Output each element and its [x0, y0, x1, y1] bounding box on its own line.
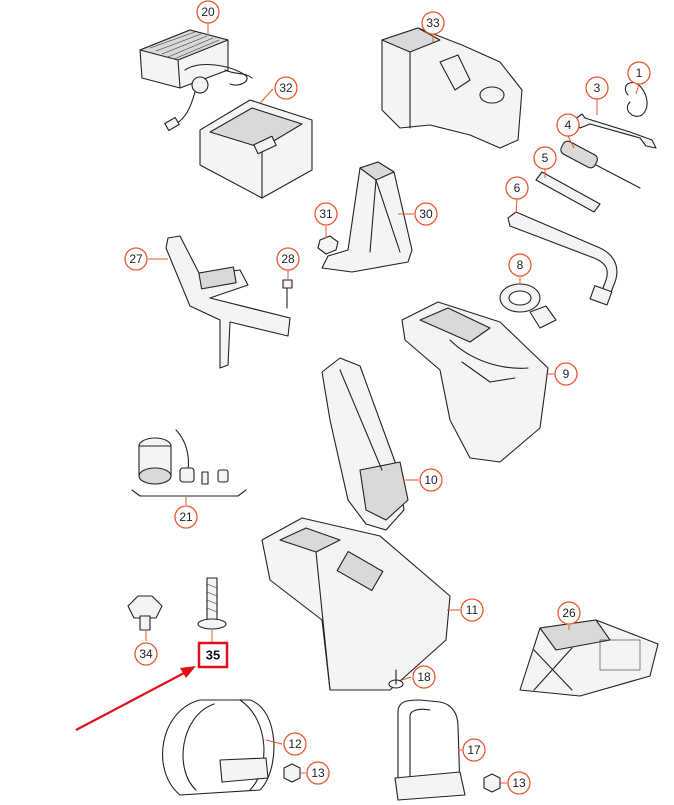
svg-text:35: 35 [206, 648, 220, 663]
callout-9: 9 [554, 362, 578, 386]
part-21-sealant-kit [131, 429, 247, 497]
part-11-foam-base [261, 517, 451, 691]
part-9-foam-insert [401, 301, 549, 463]
svg-text:13: 13 [311, 766, 325, 780]
part-20-compressor-unit [139, 29, 253, 132]
svg-text:6: 6 [514, 181, 521, 195]
svg-text:8: 8 [517, 258, 524, 272]
svg-text:10: 10 [424, 473, 438, 487]
part-6-lug-wrench [507, 211, 618, 306]
svg-text:4: 4 [565, 118, 572, 132]
part-34-wing-knob [127, 595, 163, 631]
svg-text:1: 1 [636, 66, 643, 80]
callout-13-left: 13 [306, 761, 330, 785]
svg-text:31: 31 [319, 207, 333, 221]
callout-20: 20 [196, 0, 220, 24]
leader-lines [145, 23, 640, 784]
callout-26: 26 [557, 601, 581, 625]
part-30-bracket [321, 161, 413, 273]
callout-11: 11 [460, 598, 484, 622]
highlight-arrow [75, 666, 196, 731]
part-27-support-frame [165, 235, 291, 369]
callout-5: 5 [533, 146, 557, 170]
svg-text:26: 26 [562, 606, 576, 620]
part-13-nut-left [283, 763, 301, 783]
callout-31: 31 [314, 202, 338, 226]
callout-6: 6 [505, 176, 529, 200]
part-1-wire-hook [624, 82, 648, 117]
svg-text:11: 11 [466, 603, 479, 617]
callout-13-right: 13 [507, 771, 531, 795]
callout-8: 8 [508, 253, 532, 277]
svg-text:20: 20 [201, 5, 215, 19]
svg-text:3: 3 [594, 81, 601, 95]
svg-text:27: 27 [129, 252, 143, 266]
callout-18: 18 [412, 665, 436, 689]
callout-30: 30 [414, 202, 438, 226]
part-18-screw [388, 669, 404, 689]
part-3-wrench [573, 113, 657, 149]
part-12-straps [162, 699, 275, 796]
svg-text:12: 12 [288, 737, 302, 751]
callout-1: 1 [627, 61, 651, 85]
part-32-tray [199, 99, 313, 199]
part-33-foam-insert [381, 27, 523, 149]
svg-text:30: 30 [419, 207, 433, 221]
svg-text:13: 13 [512, 776, 526, 790]
part-4-screwdriver [560, 140, 641, 189]
part-31-nut [317, 235, 339, 255]
part-35-bolt [197, 577, 227, 630]
svg-text:17: 17 [467, 743, 481, 757]
callout-17: 17 [462, 738, 486, 762]
svg-text:18: 18 [417, 670, 431, 684]
svg-text:9: 9 [563, 367, 570, 381]
part-17-bracket [394, 699, 466, 801]
callout-10: 10 [419, 468, 443, 492]
callout-21: 21 [174, 505, 198, 529]
svg-text:32: 32 [279, 81, 293, 95]
callout-35-highlighted: 35 [197, 641, 229, 669]
part-13-nut-right [483, 773, 501, 793]
callout-28: 28 [276, 247, 300, 271]
part-28-bolt [282, 279, 293, 309]
callout-32: 32 [274, 76, 298, 100]
svg-text:28: 28 [281, 252, 295, 266]
svg-text:34: 34 [139, 647, 153, 661]
part-10-jack [321, 357, 409, 531]
part-8-towing-eye [499, 283, 557, 329]
callout-27: 27 [124, 247, 148, 271]
svg-text:21: 21 [179, 510, 193, 524]
svg-text:33: 33 [426, 16, 440, 30]
callout-12: 12 [283, 732, 307, 756]
svg-text:5: 5 [542, 151, 549, 165]
part-26-wheel-chock [519, 619, 659, 697]
callout-33: 33 [421, 11, 445, 35]
part-5-tube [535, 171, 601, 213]
callout-4: 4 [556, 113, 580, 137]
callout-34: 34 [134, 642, 158, 666]
callout-3: 3 [585, 76, 609, 100]
